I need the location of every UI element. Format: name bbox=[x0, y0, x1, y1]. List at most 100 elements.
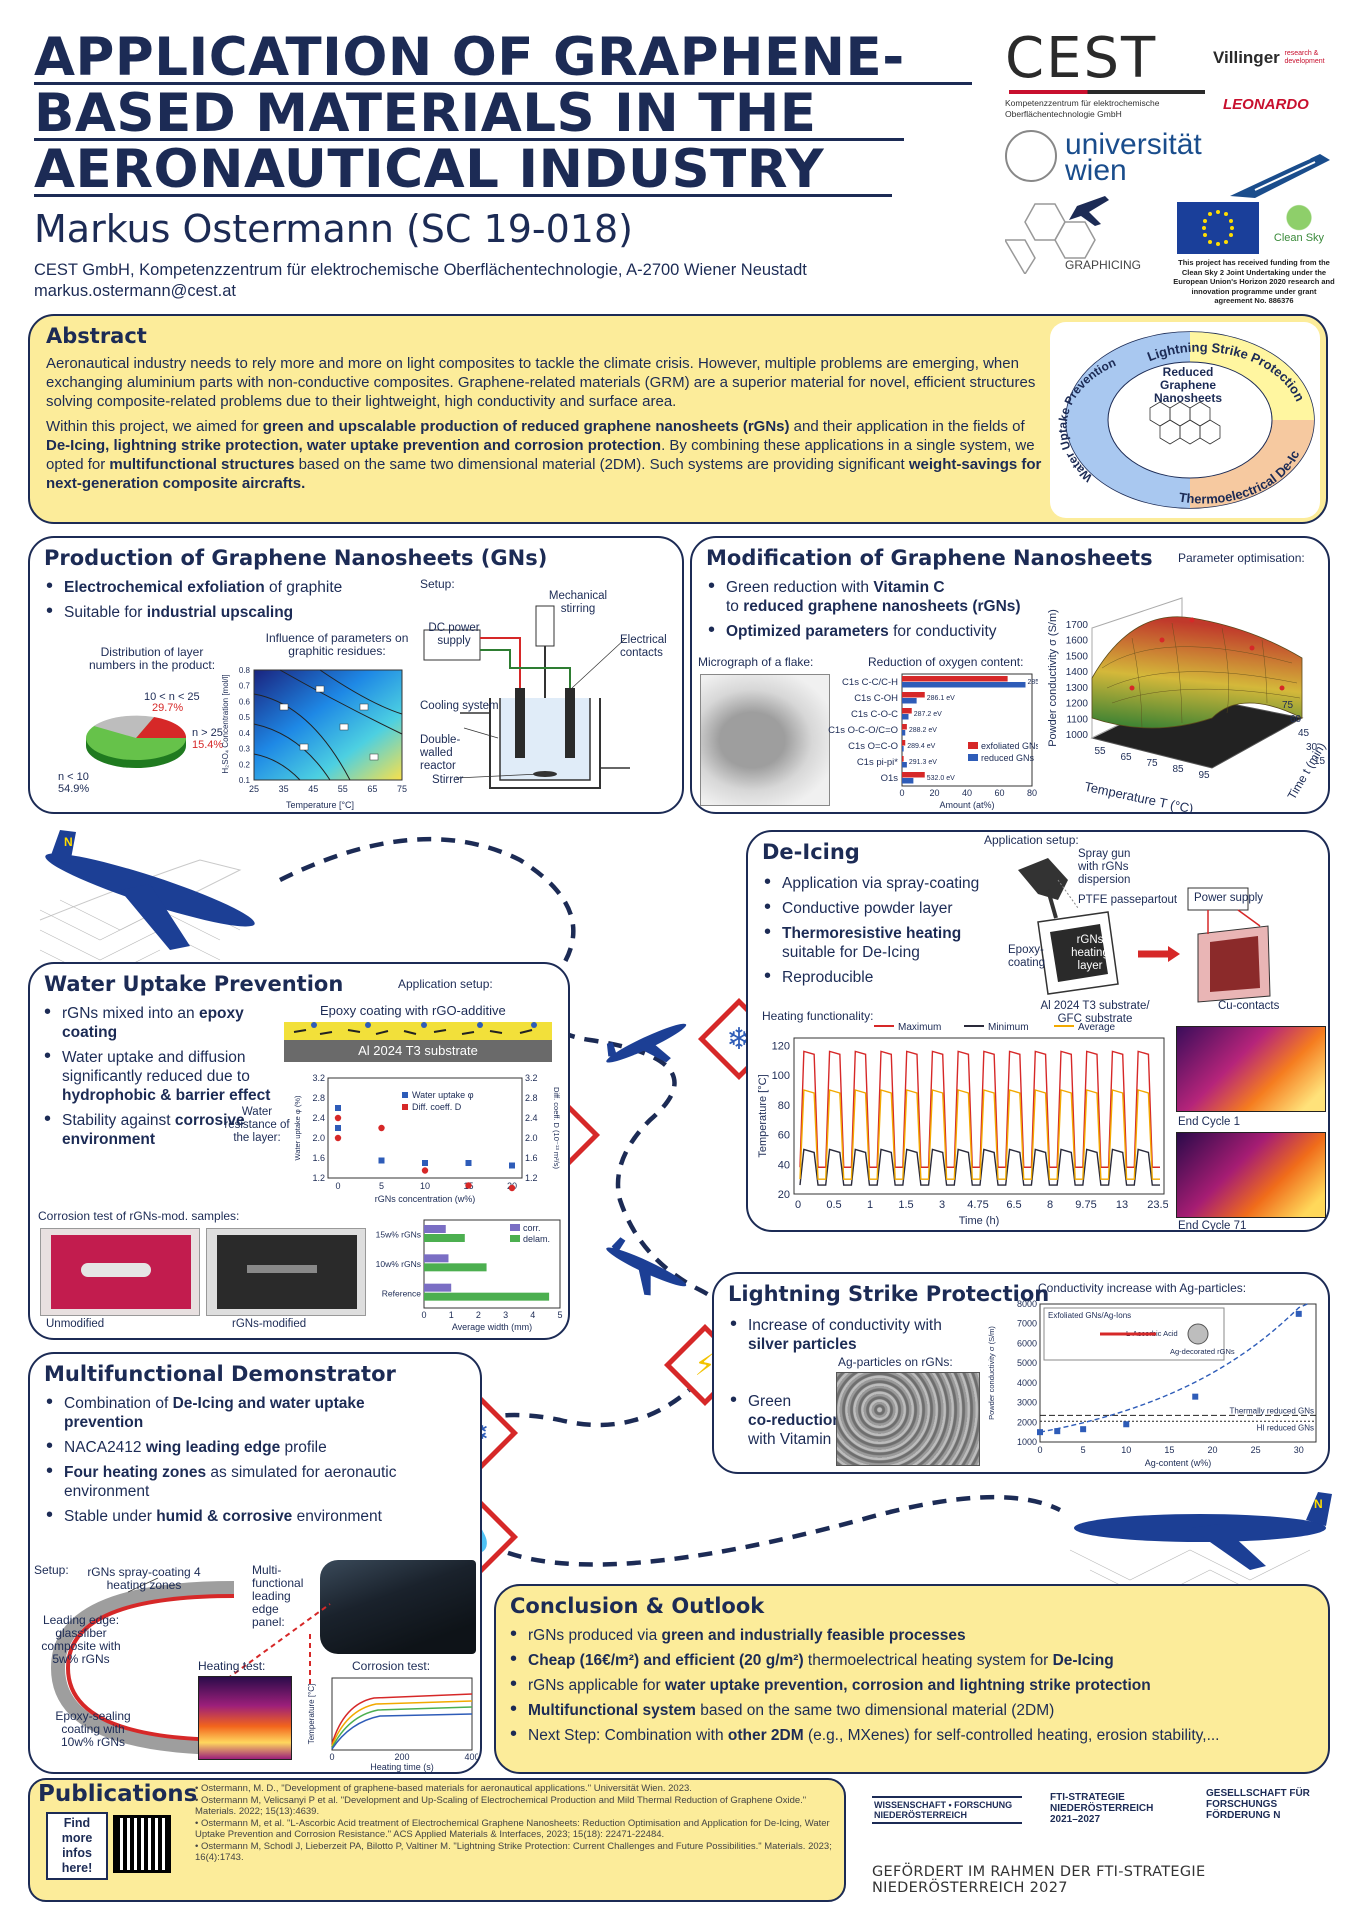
villinger-logo: Villinger research & development bbox=[1213, 48, 1333, 68]
demo-x-tick: 400 bbox=[464, 1752, 478, 1762]
bullet-text: Next Step: Combination with bbox=[528, 1727, 728, 1744]
demo-y-label: Temperature [°C] bbox=[307, 1684, 316, 1745]
svg-text:N: N bbox=[1314, 1497, 1323, 1511]
xps-category-label: O1s bbox=[881, 773, 899, 784]
water-y-tick: 2.4 bbox=[312, 1113, 325, 1123]
heating-x-tick: 3 bbox=[939, 1199, 945, 1211]
bullet-bold: Optimized parameters bbox=[726, 623, 889, 640]
corr-x-tick: 0 bbox=[421, 1310, 426, 1320]
bullet-bold: Thermoresistive heating bbox=[782, 925, 962, 942]
villinger-subtitle: research & development bbox=[1284, 50, 1325, 65]
demo-x-label: Heating time (s) bbox=[370, 1762, 434, 1772]
corr-bar bbox=[424, 1292, 550, 1301]
production-heading: Production of Graphene Nanosheets (GNs) bbox=[44, 546, 548, 570]
abstract-text: . By combining these applications in a s… bbox=[46, 437, 1035, 473]
qr-code-icon[interactable] bbox=[113, 1815, 171, 1873]
surface-z-label: Powder conductivity σ (S/m) bbox=[1047, 609, 1059, 747]
modification-bullets: Green reduction with Vitamin Cto reduced… bbox=[704, 577, 1084, 647]
bullet: rGNs mixed into an epoxy coating bbox=[40, 1003, 280, 1042]
bullet-bold: water uptake prevention, corrosion and l… bbox=[664, 1677, 1151, 1694]
bullet-text: Green bbox=[748, 1393, 792, 1410]
bullet-text: with Vitamin C bbox=[748, 1431, 847, 1448]
water-y-tick: 1.2 bbox=[312, 1173, 325, 1183]
surface-y-tick: 60 bbox=[1290, 714, 1302, 725]
contour-y-tick: 0.6 bbox=[239, 697, 251, 706]
xps-legend-swatch bbox=[968, 754, 978, 761]
demo-setup-title: Setup: bbox=[34, 1563, 69, 1577]
heating-plot-area bbox=[793, 1037, 1165, 1195]
abstract-bold: green and upscalable production of reduc… bbox=[262, 418, 790, 435]
plane-icon: N bbox=[1069, 1492, 1332, 1611]
heating-legend-label: Average bbox=[1078, 1022, 1116, 1033]
bullet-text: Increase of conductivity with bbox=[748, 1317, 942, 1334]
electrochemical-setup-diagram bbox=[423, 605, 630, 789]
heating-y-tick: 80 bbox=[778, 1100, 790, 1112]
xps-energy-label: 291.3 eV bbox=[909, 759, 937, 766]
pie-label: 15.4% bbox=[192, 739, 223, 751]
bullet-text: rGNs mixed into an bbox=[62, 1005, 199, 1022]
demo-ir-image bbox=[198, 1676, 292, 1760]
water-y-tick: 3.2 bbox=[312, 1073, 325, 1083]
ag-x-tick: 20 bbox=[1207, 1445, 1217, 1455]
partner-logos: CEST Kompetenzzentrum für elektrochemisc… bbox=[1005, 26, 1335, 305]
surface-y-tick: 30 bbox=[1306, 742, 1318, 753]
ag-point bbox=[1123, 1421, 1130, 1428]
water-y-tick: 1.6 bbox=[312, 1153, 325, 1163]
cest-logo-subtitle: Kompetenzzentrum für elektrochemische Ob… bbox=[1005, 98, 1160, 119]
xps-energy-label: 288.2 eV bbox=[909, 727, 937, 734]
deicing-heading: De-Icing bbox=[762, 840, 860, 864]
abstract-bold: weight-savings for next-generation compo… bbox=[46, 456, 1042, 492]
bullet: NACA2412 wing leading edge profile bbox=[42, 1437, 442, 1457]
deicing-setup-label: Spray gun with rGNs dispersion bbox=[1078, 848, 1131, 886]
micrograph-title: Micrograph of a flake: bbox=[698, 655, 814, 669]
ag-y-tick: 5000 bbox=[1017, 1358, 1037, 1368]
xps-bar bbox=[902, 730, 906, 736]
contour-x-tick: 75 bbox=[397, 784, 407, 794]
bullet-text: suitable for De-Icing bbox=[782, 944, 920, 961]
corr-legend-label: corr. bbox=[523, 1223, 541, 1233]
demo-label: rGNs spray-coating 4 heating zones bbox=[87, 1565, 201, 1592]
heating-y-tick: 20 bbox=[778, 1189, 790, 1201]
xps-bar bbox=[902, 682, 1026, 688]
publications-heading: Publications bbox=[38, 1781, 198, 1807]
water-y2-tick: 1.6 bbox=[525, 1153, 538, 1163]
water-point bbox=[334, 1134, 342, 1142]
bullet-text: of graphite bbox=[264, 579, 343, 596]
setup-label: DC power supply bbox=[428, 622, 480, 647]
ag-y-tick: 3000 bbox=[1017, 1398, 1037, 1408]
bullet-text: for conductivity bbox=[888, 623, 997, 640]
contour-x-tick: 55 bbox=[338, 784, 348, 794]
demo-label: Leading edge: glassfiber composite with … bbox=[41, 1613, 121, 1666]
bullet: Stable under humid & corrosive environme… bbox=[42, 1506, 442, 1526]
email-link[interactable]: markus.ostermann@cest.at bbox=[34, 282, 236, 300]
bullet-bold: humid & corrosive bbox=[156, 1508, 293, 1525]
xps-x-label: Amount (at%) bbox=[939, 800, 994, 810]
xps-x-tick: 80 bbox=[1027, 788, 1037, 798]
water-point bbox=[422, 1160, 428, 1166]
corr-bar bbox=[424, 1263, 487, 1272]
xps-category-label: C1s C-O-C bbox=[851, 709, 898, 720]
bullet-bold: Multifunctional system bbox=[528, 1702, 696, 1719]
ir-image-cycle-1 bbox=[1176, 1026, 1326, 1112]
title-line-1: APPLICATION OF GRAPHENE- bbox=[34, 27, 905, 88]
heating-x-tick: 13 bbox=[1116, 1199, 1128, 1211]
surface-y-tick: 15 bbox=[1314, 756, 1326, 767]
bullet-text: to bbox=[726, 598, 744, 615]
bullet-text: rGNs produced via bbox=[528, 1627, 662, 1644]
water-point bbox=[335, 1105, 341, 1111]
contour-y-tick: 0.2 bbox=[239, 760, 251, 769]
water-x-tick: 5 bbox=[379, 1181, 384, 1191]
water-setup-title: Application setup: bbox=[398, 977, 493, 991]
xps-bar bbox=[902, 756, 904, 762]
heating-x-tick: 23.5 bbox=[1147, 1199, 1168, 1211]
bullet: Combination of De-Icing and water uptake… bbox=[42, 1393, 442, 1432]
heating-x-tick: 6.5 bbox=[1006, 1199, 1021, 1211]
bullet-bold: corrosive environment bbox=[62, 1112, 245, 1148]
eu-flag-icon bbox=[1177, 202, 1259, 254]
corr-bar bbox=[424, 1254, 449, 1263]
contour-x-tick: 25 bbox=[249, 784, 259, 794]
surface-z-tick: 1100 bbox=[1066, 714, 1088, 725]
